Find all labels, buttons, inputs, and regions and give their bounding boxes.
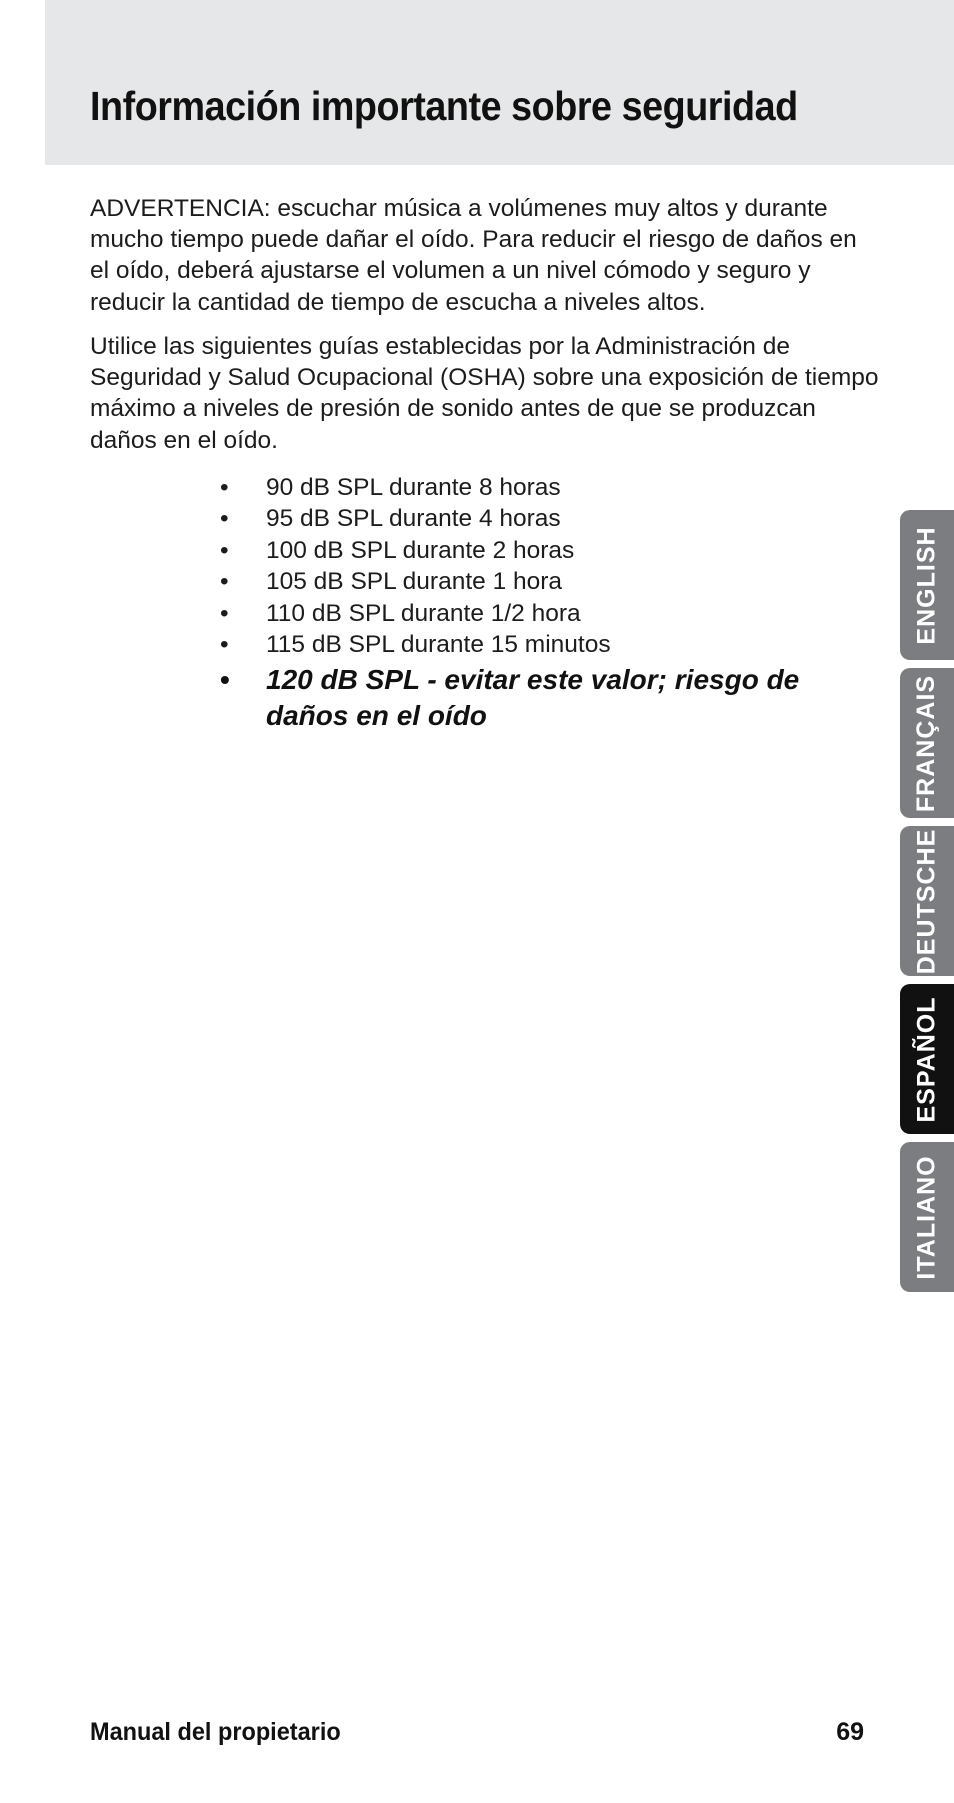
- list-item-text: 95 dB SPL durante 4 horas: [266, 505, 561, 533]
- warning-item-text: 120 dB SPL - evitar este valor; riesgo d…: [266, 664, 800, 732]
- bullet-icon: •: [220, 536, 229, 564]
- list-item: • 95 dB SPL durante 4 horas: [220, 503, 880, 534]
- bullet-icon: •: [220, 599, 229, 627]
- list-item-text: 90 dB SPL durante 8 horas: [266, 474, 561, 501]
- tab-espanol[interactable]: ESPAÑOL: [900, 984, 954, 1134]
- page-number: 69: [836, 1718, 864, 1746]
- list-item: • 115 dB SPL durante 15 minutos: [220, 629, 880, 660]
- page-title: Información importante sobre seguridad: [90, 83, 798, 129]
- tab-label: FRANÇAIS: [912, 674, 941, 812]
- bullet-icon: •: [220, 631, 229, 659]
- guidelines-paragraph: Utilice las siguientes guías establecida…: [90, 333, 879, 454]
- footer-manual-label: Manual del propietario: [90, 1718, 341, 1746]
- list-item: • 110 dB SPL durante 1/2 hora: [220, 598, 880, 629]
- bullet-icon: •: [220, 664, 230, 696]
- bullet-icon: •: [220, 474, 229, 501]
- tab-label: ESPAÑOL: [912, 996, 941, 1122]
- warning-paragraph: ADVERTENCIA: escuchar música a volúmenes…: [90, 195, 857, 316]
- list-item-text: 115 dB SPL durante 15 minutos: [266, 631, 611, 659]
- bullet-icon: •: [220, 505, 229, 533]
- list-item: • 90 dB SPL durante 8 horas: [220, 472, 880, 503]
- tab-italiano[interactable]: ITALIANO: [900, 1142, 954, 1292]
- list-item-text: 105 dB SPL durante 1 hora: [266, 568, 563, 596]
- warning-list-item: • 120 dB SPL - evitar este valor; riesgo…: [220, 662, 880, 734]
- tab-english[interactable]: ENGLISH: [900, 510, 954, 660]
- tab-francais[interactable]: FRANÇAIS: [900, 668, 954, 818]
- exposure-limits-list: • 90 dB SPL durante 8 horas • 95 dB SPL …: [220, 472, 880, 734]
- bullet-icon: •: [220, 568, 229, 596]
- list-item-text: 110 dB SPL durante 1/2 hora: [266, 599, 581, 627]
- tab-deutsche[interactable]: DEUTSCHE: [900, 826, 954, 976]
- tab-label: DEUTSCHE: [912, 828, 941, 974]
- list-item: • 100 dB SPL durante 2 horas: [220, 535, 880, 566]
- header-band: [45, 0, 954, 165]
- tab-label: ITALIANO: [912, 1154, 941, 1280]
- list-item-text: 100 dB SPL durante 2 horas: [266, 536, 575, 564]
- list-item: • 105 dB SPL durante 1 hora: [220, 566, 880, 597]
- tab-label: ENGLISH: [912, 525, 941, 645]
- language-tabs: ENGLISH FRANÇAIS DEUTSCHE ESPAÑOL ITALIA…: [900, 0, 954, 1803]
